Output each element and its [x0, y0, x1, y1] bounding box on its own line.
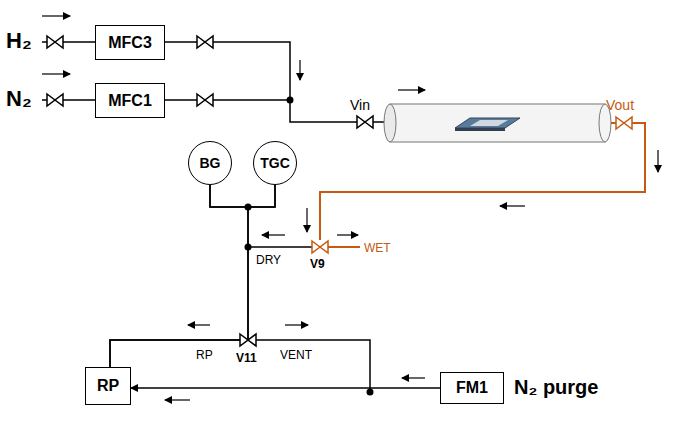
junction-dot [287, 97, 294, 104]
valve-label: Vin [350, 98, 370, 112]
gas-label: N₂ purge [514, 377, 598, 397]
valve-symbol [312, 241, 328, 253]
pipe-connector [110, 185, 275, 367]
flow-arrows [42, 16, 658, 400]
valve-label: V9 [310, 258, 325, 270]
gas-label: N₂ [6, 88, 32, 110]
line-label: DRY [256, 254, 281, 266]
vent-line [248, 340, 370, 392]
gas-label: H₂ [6, 30, 32, 52]
line-label: VENT [280, 349, 312, 361]
gauge-circle: TGC [253, 141, 297, 185]
pipe-connector [131, 387, 440, 389]
valve-symbols [47, 36, 373, 346]
device-name: RP [97, 377, 119, 395]
device-box: MFC1 [95, 83, 165, 118]
gas-line [42, 99, 290, 101]
device-name: MFC3 [108, 34, 152, 52]
device-box: MFC3 [95, 25, 165, 60]
junction-dot [367, 389, 374, 396]
device-name: TGC [260, 155, 290, 171]
valve-symbol [616, 117, 632, 129]
dry-line [248, 246, 313, 248]
device-name: MFC1 [108, 92, 152, 110]
device-box: RP [85, 367, 131, 405]
junction-dot [245, 204, 252, 211]
reactor-tube [384, 104, 611, 142]
device-name: FM1 [456, 379, 488, 397]
valve-label: Vout [606, 98, 634, 112]
wet-line [327, 246, 360, 248]
valve-label: V11 [236, 352, 257, 364]
line-label: WET [364, 242, 391, 254]
pipe-connector [210, 185, 275, 207]
device-name: BG [200, 155, 221, 171]
device-box: FM1 [440, 372, 504, 404]
line-label: RP [196, 349, 213, 361]
gauge-circle: BG [188, 141, 232, 185]
gas-line [42, 42, 385, 122]
